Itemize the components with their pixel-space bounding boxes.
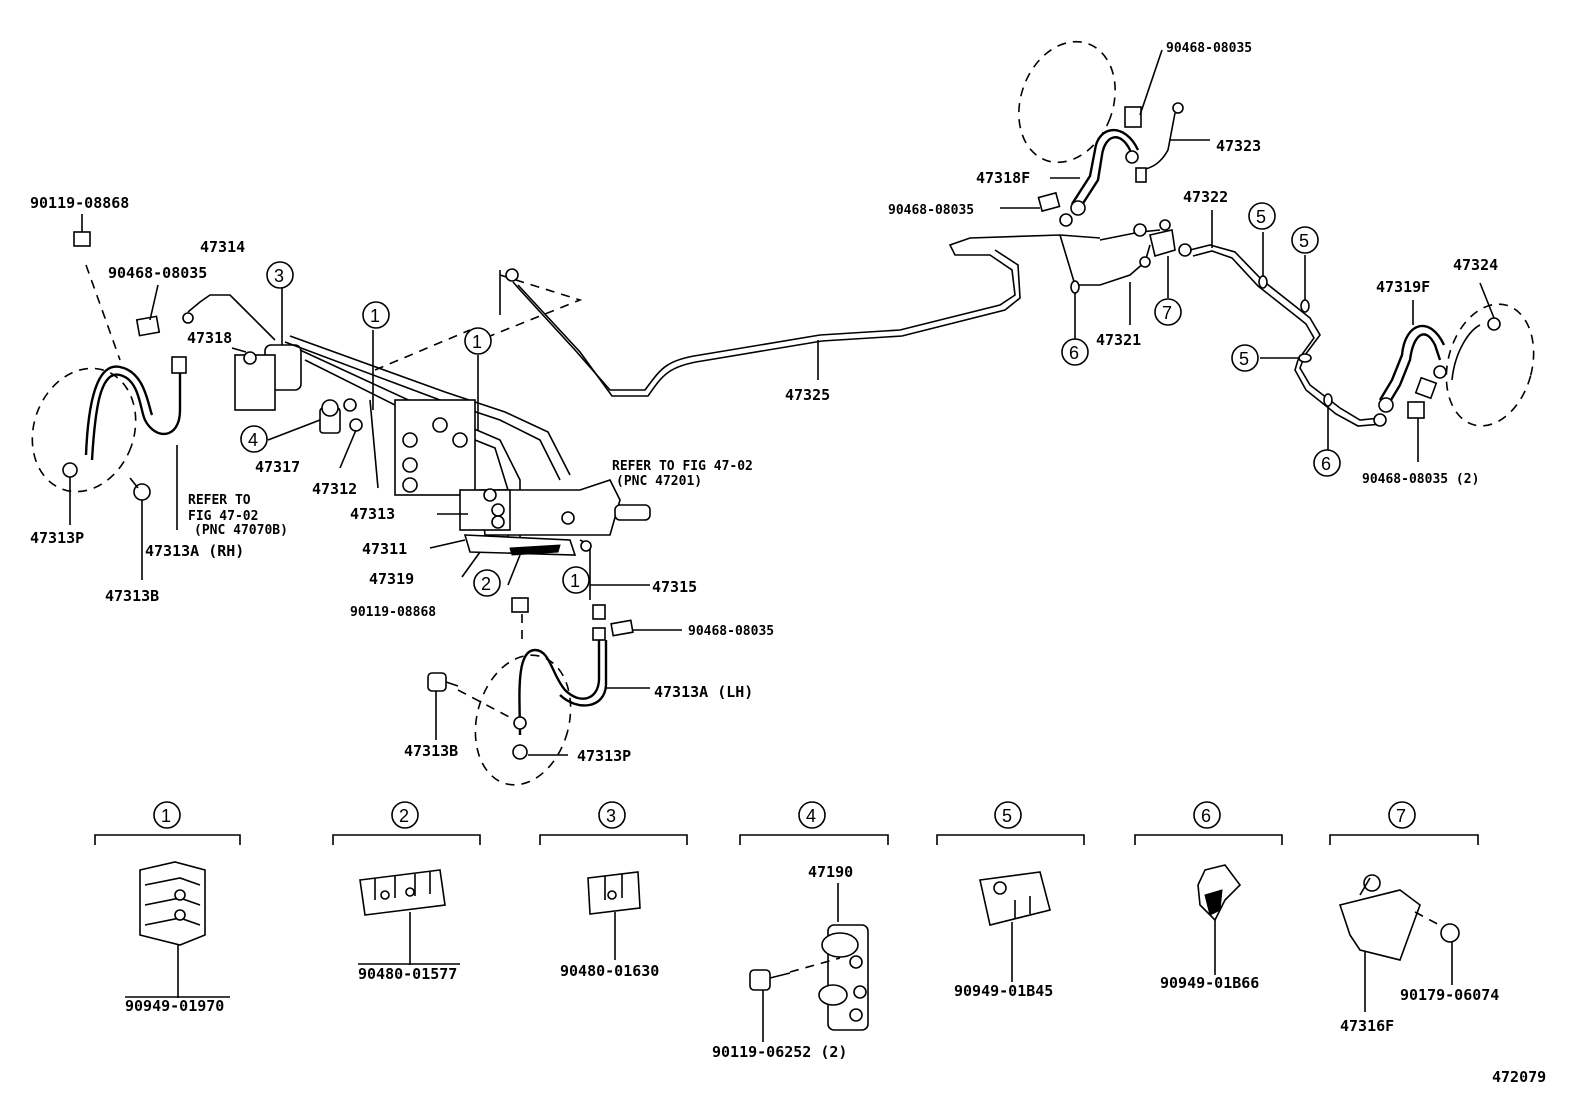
inset-7-part-b: 47316F bbox=[1340, 1017, 1394, 1035]
label-47319: 47319 bbox=[369, 570, 414, 588]
callout-5: 5 bbox=[1299, 231, 1309, 251]
inset-6-number: 6 bbox=[1201, 806, 1211, 826]
inset-1-number: 1 bbox=[161, 806, 171, 826]
refer-note-a: REFER TO bbox=[188, 493, 251, 508]
callout-1: 1 bbox=[472, 332, 482, 352]
label-47318F: 47318F bbox=[976, 169, 1030, 187]
inset-7: 7 90179-06074 47316F bbox=[1329, 801, 1499, 1035]
inset-2-part: 90480-01577 bbox=[358, 965, 457, 983]
inset-1: 1 90949-01970 bbox=[94, 801, 241, 1015]
callout-5: 5 bbox=[1256, 207, 1266, 227]
callout-6: 6 bbox=[1321, 454, 1331, 474]
inset-3: 3 90480-01630 bbox=[539, 801, 688, 980]
refer-note-b: REFER TO FIG 47-02 bbox=[612, 459, 753, 474]
main-callouts: 3 1 1 4 2 1 5 5 5 6 6 7 bbox=[240, 202, 1341, 597]
inset-7-number: 7 bbox=[1396, 806, 1406, 826]
refer-note-a: (PNC 47070B) bbox=[194, 523, 288, 538]
inset-3-part: 90480-01630 bbox=[560, 962, 659, 980]
label-90119-08868: 90119-08868 bbox=[30, 194, 129, 212]
callout-1: 1 bbox=[370, 306, 380, 326]
inset-3-number: 3 bbox=[606, 806, 616, 826]
refer-note-a: FIG 47-02 bbox=[188, 509, 258, 524]
label-90468-08035: 90468-08035 bbox=[688, 624, 774, 639]
label-90468-08035: 90468-08035 bbox=[888, 203, 974, 218]
label-47324: 47324 bbox=[1453, 256, 1498, 274]
inset-4-number: 4 bbox=[806, 806, 816, 826]
figure-number: 472079 bbox=[1492, 1068, 1546, 1086]
inset-2: 2 90480-01577 bbox=[332, 801, 481, 983]
callout-6: 6 bbox=[1069, 343, 1079, 363]
label-47313: 47313 bbox=[350, 505, 395, 523]
inset-6: 6 90949-01B66 bbox=[1134, 801, 1283, 992]
inset-4: 4 47190 90119-06252 (2) bbox=[712, 801, 889, 1061]
master-cylinder-area bbox=[231, 268, 651, 600]
callout-4: 4 bbox=[248, 430, 258, 450]
inset-7-part-a: 90179-06074 bbox=[1400, 986, 1499, 1004]
inset-6-part: 90949-01B66 bbox=[1160, 974, 1259, 992]
inset-4-top: 47190 bbox=[808, 863, 853, 881]
label-47313A-LH: 47313A (LH) bbox=[654, 683, 753, 701]
callout-3: 3 bbox=[274, 266, 284, 286]
inset-5: 5 90949-01B45 bbox=[936, 801, 1085, 1000]
rear-line-assembly bbox=[1000, 40, 1535, 462]
label-90468-08035: 90468-08035 bbox=[108, 264, 207, 282]
front-hose-lh-assembly bbox=[427, 597, 682, 786]
front-hose-rh-assembly bbox=[31, 214, 276, 580]
label-90468-08035-2: 90468-08035 (2) bbox=[1362, 472, 1479, 487]
label-47325: 47325 bbox=[785, 386, 830, 404]
inset-2-number: 2 bbox=[399, 806, 409, 826]
label-90119-08868: 90119-08868 bbox=[350, 605, 436, 620]
label-47321: 47321 bbox=[1096, 331, 1141, 349]
label-47313P: 47313P bbox=[30, 529, 84, 547]
label-47319F: 47319F bbox=[1376, 278, 1430, 296]
inset-4-part: 90119-06252 (2) bbox=[712, 1043, 847, 1061]
label-47314: 47314 bbox=[200, 238, 245, 256]
label-47311: 47311 bbox=[362, 540, 407, 558]
inset-1-part: 90949-01970 bbox=[125, 997, 224, 1015]
refer-note-b: (PNC 47201) bbox=[616, 474, 702, 489]
label-47317: 47317 bbox=[255, 458, 300, 476]
label-47318: 47318 bbox=[187, 329, 232, 347]
label-47322: 47322 bbox=[1183, 188, 1228, 206]
main-labels: 90119-08868 90468-08035 47314 47318 4731… bbox=[30, 41, 1498, 765]
callout-1: 1 bbox=[570, 571, 580, 591]
inset-5-part: 90949-01B45 bbox=[954, 982, 1053, 1000]
label-47313P: 47313P bbox=[577, 747, 631, 765]
label-47313A-RH: 47313A (RH) bbox=[145, 542, 244, 560]
label-47313B: 47313B bbox=[105, 587, 159, 605]
label-47313B: 47313B bbox=[404, 742, 458, 760]
label-47312: 47312 bbox=[312, 480, 357, 498]
label-47315: 47315 bbox=[652, 578, 697, 596]
callout-5: 5 bbox=[1239, 349, 1249, 369]
label-47323: 47323 bbox=[1216, 137, 1261, 155]
callout-2: 2 bbox=[481, 574, 491, 594]
main-brake-line-47325 bbox=[512, 234, 1101, 397]
inset-5-number: 5 bbox=[1002, 806, 1012, 826]
callout-7: 7 bbox=[1162, 303, 1172, 323]
label-90468-08035: 90468-08035 bbox=[1166, 41, 1252, 56]
